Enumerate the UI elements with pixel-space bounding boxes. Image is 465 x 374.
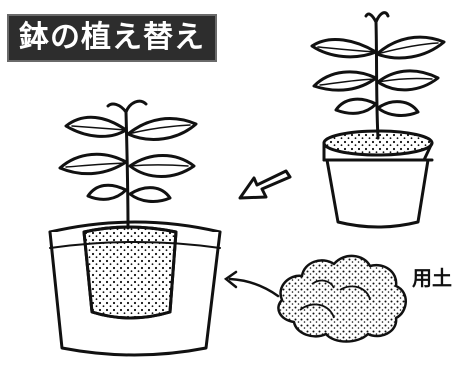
soil-label: 用土 [412, 262, 452, 291]
arrow-icon [240, 171, 290, 198]
large-potted-plant-icon [50, 101, 220, 355]
soil-pile-icon [278, 256, 405, 342]
small-potted-plant-icon [312, 13, 444, 227]
soil-arrow-icon [226, 272, 278, 296]
